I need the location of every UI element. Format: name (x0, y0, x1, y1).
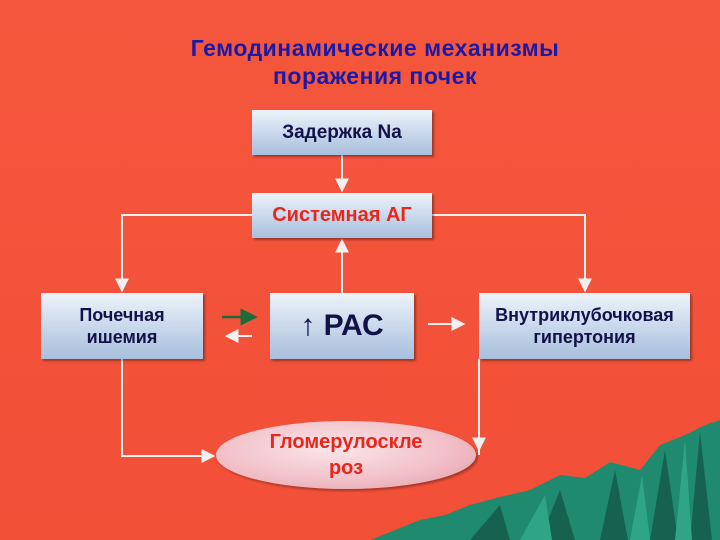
node-ras: ↑ РАС (270, 293, 414, 359)
title-line-1: Гемодинамические механизмы (190, 35, 560, 61)
node-glomerulosclerosis-label: Гломерулосклероз (269, 431, 423, 479)
node-sodium-retention: Задержка Na (252, 110, 432, 155)
node-intraglomerular-hypertension: Внутриклубочковая гипертония (479, 293, 690, 359)
node-systemic-hypertension-label: Системная АГ (272, 204, 412, 226)
node-intraglomerular-hypertension-label: Внутриклубочковая гипертония (495, 305, 674, 347)
node-systemic-hypertension: Системная АГ (252, 193, 432, 238)
node-renal-ischemia-label: Почечная ишемия (79, 305, 165, 347)
node-glomerulosclerosis: Гломерулосклероз (216, 421, 476, 489)
arrow-ag-to-hypertension (432, 214, 592, 293)
arrow-ischemia-to-glomerulosclerosis (121, 359, 216, 463)
node-sodium-retention-label: Задержка Na (282, 121, 402, 143)
mountain-decoration (370, 420, 720, 540)
arrow-ag-to-ischemia (115, 214, 252, 293)
node-ras-label: ↑ РАС (300, 309, 384, 342)
node-renal-ischemia: Почечная ишемия (41, 293, 203, 359)
slide-title: Гемодинамические механизмы поражения поч… (130, 34, 620, 90)
title-line-2: поражения почек (273, 63, 477, 89)
